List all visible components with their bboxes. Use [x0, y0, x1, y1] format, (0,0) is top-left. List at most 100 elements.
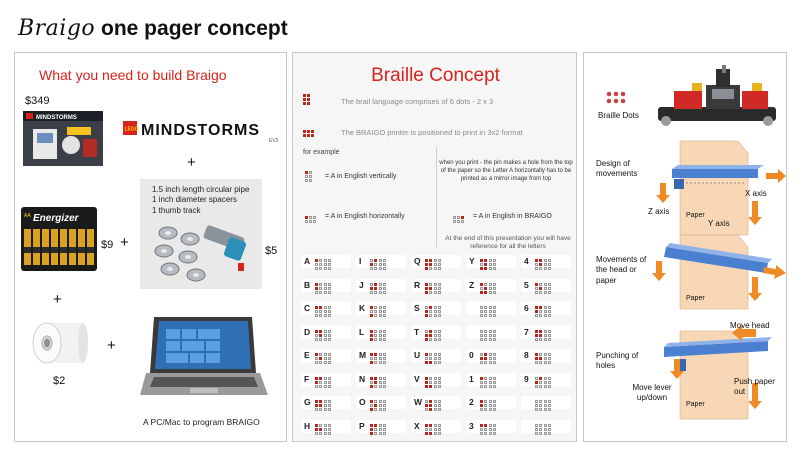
braille-cell: [489, 376, 496, 388]
braille-letter-char: X: [414, 420, 420, 431]
braille-dot-flat: [480, 337, 483, 341]
braille-dot-flat: [548, 282, 551, 286]
braille-dot-flat: [489, 353, 492, 357]
braille-letter: 2: [466, 396, 516, 412]
plus-sign: +: [107, 337, 116, 354]
braille-dot-flat: [379, 423, 382, 427]
braille-dot-flat: [484, 384, 487, 388]
braille-dot-flat: [493, 337, 496, 341]
braille-dot-raised: [315, 380, 318, 384]
braille-dot-flat: [374, 357, 377, 361]
braille-dot-flat: [484, 361, 487, 365]
braille-letter: J: [356, 278, 406, 294]
braille-dot-flat: [489, 408, 492, 412]
braille-dot-raised: [535, 353, 538, 357]
braille-dot-flat: [319, 380, 322, 384]
svg-text:LEGO: LEGO: [125, 127, 139, 133]
braille-dot-raised: [370, 427, 373, 431]
braille-letter-cells: [315, 280, 333, 298]
braille-dot-raised: [484, 353, 487, 357]
braille-letter: S: [411, 302, 461, 318]
braille-cell: [425, 400, 432, 412]
braille-dot-flat: [539, 282, 542, 286]
braille-dot-flat: [539, 353, 542, 357]
braille-letter-char: N: [359, 373, 366, 384]
horizontal-example-label: = A in English horizontally: [325, 213, 405, 220]
braille-dot-flat: [493, 314, 496, 318]
braille-dot-flat: [383, 290, 386, 294]
braille-cell: [324, 353, 331, 365]
braille-dot-raised: [374, 404, 377, 408]
braille-dot-raised: [539, 259, 542, 263]
braille-dot-flat: [548, 267, 551, 271]
braille-dot-flat: [328, 259, 331, 263]
braille-dot-raised: [429, 329, 432, 333]
braille-dot-flat: [374, 290, 377, 294]
braille-dot-flat: [379, 404, 382, 408]
braille-dot-flat: [328, 380, 331, 384]
braille-dot-flat: [484, 380, 487, 384]
braille-dot-flat: [374, 306, 377, 310]
braille-dot-raised: [429, 400, 432, 404]
braille-letter-char: 5: [524, 279, 529, 290]
braille-letter-cells: [370, 303, 388, 321]
braille-dot-raised: [425, 310, 428, 314]
plus-sign: +: [187, 154, 196, 171]
braille-cell: [434, 376, 441, 388]
braille-dot-flat: [319, 267, 322, 271]
braille-dot-flat: [484, 314, 487, 318]
braille-dot-flat: [480, 361, 483, 365]
braille-dot-flat: [548, 263, 551, 267]
braille-dot-flat: [535, 361, 538, 365]
braille-dot-flat: [539, 314, 542, 318]
braille-dot-flat: [493, 259, 496, 263]
braille-dot-flat: [434, 333, 437, 337]
laptop-image: [140, 315, 268, 401]
braille-dot-raised: [480, 376, 483, 380]
braille-dot-flat: [370, 380, 373, 384]
braille-dot-flat: [539, 427, 542, 431]
braille-cell: [544, 329, 551, 341]
braille-letter-char: C: [304, 303, 311, 313]
braille-dot-raised: [480, 259, 483, 263]
braille-dot-flat: [438, 376, 441, 380]
braille-dot-flat: [535, 408, 538, 412]
braille-dot-flat: [324, 263, 327, 267]
braille-cell: [379, 259, 386, 271]
braille-cell-icon: [303, 125, 314, 143]
svg-text:MINDSTORMS: MINDSTORMS: [141, 122, 260, 139]
braille-letter-cells: [535, 374, 553, 392]
braille-cell: [535, 376, 542, 388]
braille-dot-raised: [480, 267, 483, 271]
braille-dot-raised: [539, 376, 542, 380]
braille-letter: [466, 302, 516, 318]
braille-letter: W: [411, 396, 461, 412]
braille-letter-cells: [480, 256, 498, 274]
braille-letter: 5: [521, 278, 571, 294]
braille-letter: Y: [466, 255, 516, 271]
braille-cell: [379, 423, 386, 435]
braille-dot-flat: [438, 259, 441, 263]
braille-cell: [489, 259, 496, 271]
braille-dot-flat: [438, 337, 441, 341]
braille-dot-flat: [319, 259, 322, 263]
braille-dot-flat: [434, 408, 437, 412]
mechanics-panel: Braille Dots Design of movements: [583, 52, 787, 442]
braille-dot-flat: [438, 267, 441, 271]
braille-letter: 9: [521, 372, 571, 388]
braille-dots-icon: [606, 91, 628, 110]
braille-dot-flat: [493, 400, 496, 404]
braille-cell: [544, 259, 551, 271]
braille-dot-flat: [544, 329, 547, 333]
braille-dot-flat: [434, 337, 437, 341]
braille-dot-raised: [425, 282, 428, 286]
braille-letter-cells: [370, 256, 388, 274]
braille-dot-flat: [374, 400, 377, 404]
braille-dot-raised: [539, 263, 542, 267]
braille-cell: [480, 329, 487, 341]
braille-dot-flat: [480, 380, 483, 384]
braille-dot-raised: [425, 267, 428, 271]
svg-text:EV3: EV3: [269, 138, 279, 144]
braille-cell: [544, 282, 551, 294]
braille-dot-raised: [429, 286, 432, 290]
